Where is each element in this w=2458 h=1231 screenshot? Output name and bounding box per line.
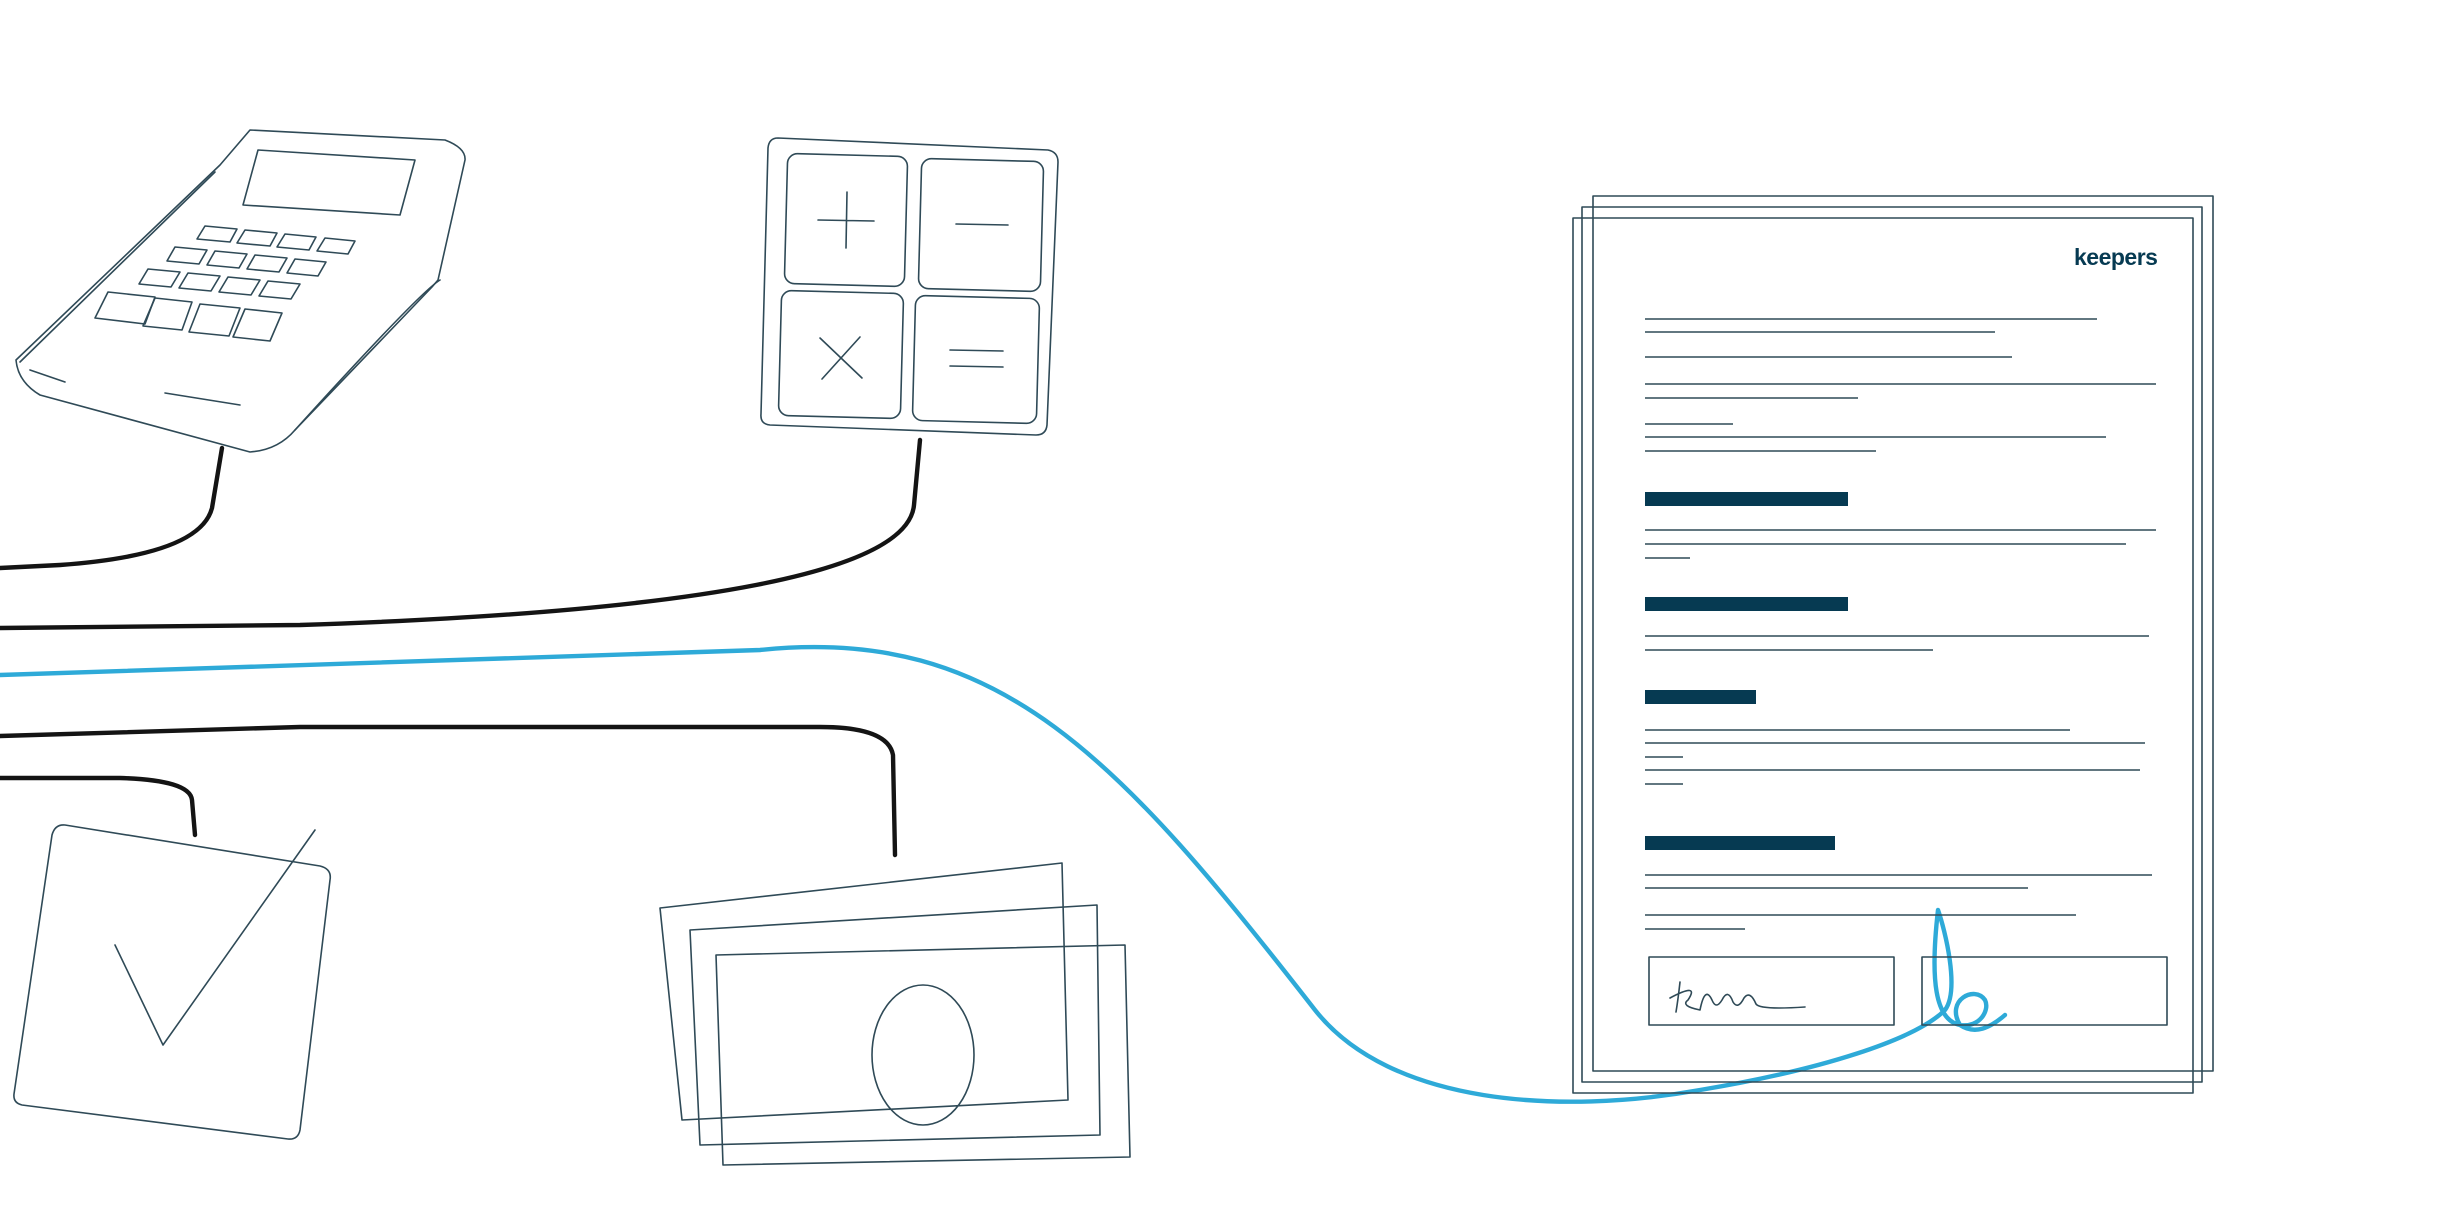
equals-icon <box>949 349 1004 368</box>
math-operators-icon <box>760 137 1059 436</box>
multiply-icon <box>819 336 863 380</box>
wire-banknotes <box>0 724 898 858</box>
plus-icon <box>817 191 875 249</box>
checkbox-check-icon <box>13 824 332 1140</box>
signature-box-right <box>1921 956 2168 1026</box>
signature-scribble-icon <box>1669 981 1806 1013</box>
wire-operators <box>0 437 923 631</box>
calculator-icon <box>15 129 466 453</box>
wire-checkbox <box>0 775 198 838</box>
document-text-lines <box>1645 318 2156 930</box>
signature-box-left <box>1648 956 1895 1026</box>
banknotes-icon <box>659 862 1131 1166</box>
wire-signature <box>0 644 2008 1104</box>
minus-icon <box>955 223 1009 226</box>
connector-wires <box>0 437 2008 1104</box>
signed-document-icon: keepers <box>1572 195 2214 1094</box>
wire-calculator <box>0 445 225 571</box>
brand-logo: keepers <box>2074 244 2157 270</box>
calculator-keys <box>94 225 356 342</box>
